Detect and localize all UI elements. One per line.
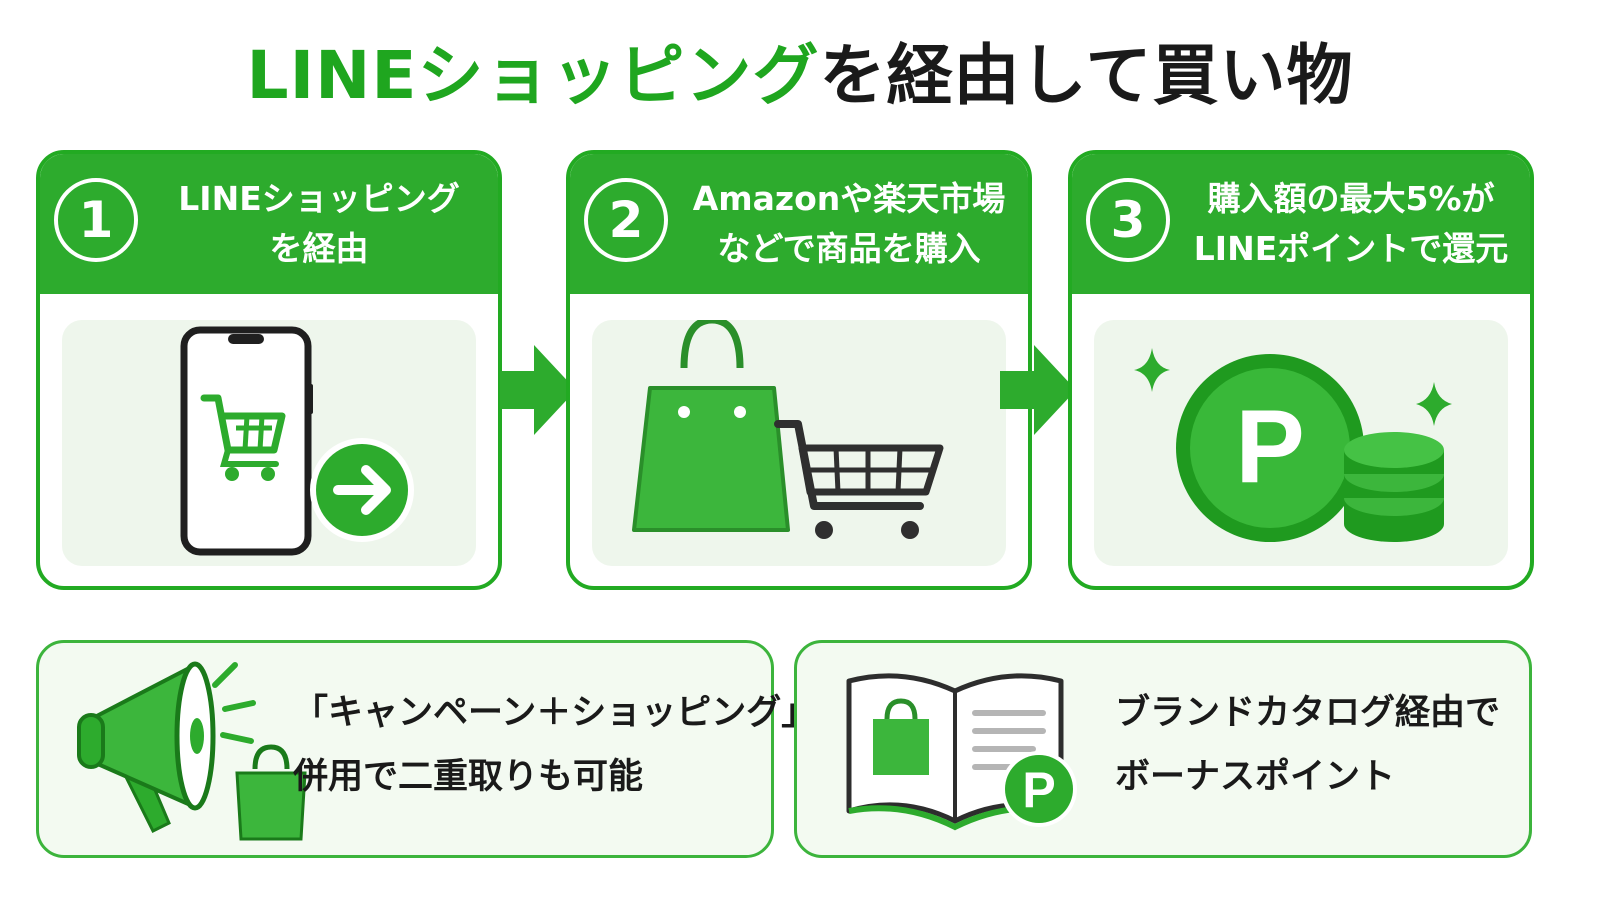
step-3-line-1: 購入額の最大5%が (1207, 179, 1495, 218)
flow-arrow-2 (1000, 345, 1076, 435)
step-number-3: 3 (1086, 178, 1170, 262)
step-text-3: 購入額の最大5%が LINEポイントで還元 (1180, 172, 1522, 276)
tip-text-catalog: ブランドカタログ経由で ボーナスポイント (1115, 681, 1500, 809)
step-2-line-1: Amazonや楽天市場 (692, 179, 1006, 218)
catalog-book-icon: P (846, 673, 1077, 831)
step-card-2: 2 Amazonや楽天市場 などで商品を購入 (566, 150, 1032, 590)
tip-text-campaign: 「キャンペーン＋ショッピング」 併用で二重取りも可能 (293, 681, 816, 809)
shopping-bag-icon (632, 320, 790, 532)
tip-catalog-line-1: ブランドカタログ経由で (1115, 693, 1501, 733)
step-3-line-2: LINEポイントで還元 (1193, 229, 1509, 268)
step-card-3: 3 購入額の最大5%が LINEポイントで還元 P (1068, 150, 1534, 590)
step-1-line-1: LINEショッピング (178, 179, 460, 218)
tip-campaign-line-1: 「キャンペーン＋ショッピング」 (293, 693, 817, 733)
coin-letter: P (1235, 389, 1304, 505)
coin-stack-icon (1344, 432, 1444, 542)
page-title: LINEショッピングを経由して買い物 (0, 28, 1600, 124)
sparkle-icon (1134, 348, 1170, 392)
step-1-line-2: を経由 (269, 229, 369, 268)
step-card-1: 1 LINEショッピング を経由 (36, 150, 502, 590)
step-text-2: Amazonや楽天市場 などで商品を購入 (678, 172, 1020, 276)
step-header-3: 3 購入額の最大5%が LINEポイントで還元 (1072, 154, 1530, 294)
step-number-1: 1 (54, 178, 138, 262)
shopping-cart-icon (774, 420, 944, 539)
step-header-2: 2 Amazonや楽天市場 などで商品を購入 (570, 154, 1028, 294)
tip-catalog-line-2: ボーナスポイント (1115, 757, 1396, 797)
tip-campaign-line-2: 併用で二重取りも可能 (293, 757, 644, 797)
title-green-part: LINEショッピング (246, 37, 820, 114)
step-number-2: 2 (584, 178, 668, 262)
tip-card-catalog: P ブランドカタログ経由で ボーナスポイント (794, 640, 1532, 858)
megaphone-icon (77, 661, 307, 841)
step-illustration-3: P (1094, 320, 1508, 566)
flow-arrow-1 (500, 345, 576, 435)
title-black-part: を経由して買い物 (819, 37, 1354, 114)
step-header-1: 1 LINEショッピング を経由 (40, 154, 498, 294)
tip-card-campaign: 「キャンペーン＋ショッピング」 併用で二重取りも可能 (36, 640, 816, 858)
step-illustration-2 (592, 320, 1006, 566)
arrow-right-circle-icon (310, 438, 414, 542)
step-text-1: LINEショッピング を経由 (148, 172, 490, 276)
step-2-line-2: などで商品を購入 (717, 229, 981, 268)
catalog-coin-letter: P (1022, 762, 1055, 818)
sparkle-icon (1416, 382, 1452, 426)
step-illustration-1 (62, 320, 476, 566)
smartphone-cart-icon (180, 326, 313, 556)
point-coin-icon: P (1176, 354, 1364, 542)
